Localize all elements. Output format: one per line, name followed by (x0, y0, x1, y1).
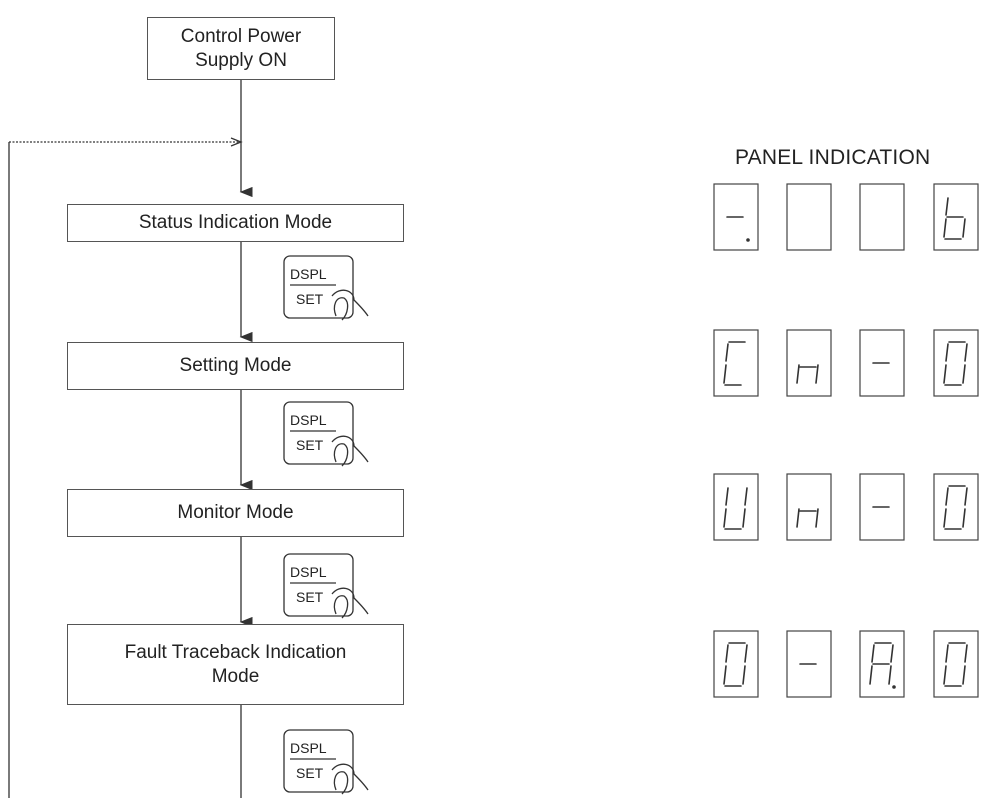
digit-r3-c4 (933, 473, 979, 541)
dspl-set-key-3: DSPL SET (283, 553, 369, 619)
fault-traceback-line1: Fault Traceback Indication (124, 641, 347, 663)
monitor-mode-label: Monitor Mode (177, 502, 294, 523)
control-power-line1: Control Power (180, 25, 302, 47)
digit-r4-c2 (786, 630, 832, 698)
digit-r3-c2 (786, 473, 832, 541)
digit-r2-c3 (859, 329, 905, 397)
key-bottom-label: SET (296, 589, 324, 605)
control-power-line2: Supply ON (195, 49, 287, 71)
key-bottom-label: SET (296, 291, 324, 307)
status-indication-mode-label: Status Indication Mode (138, 212, 333, 233)
dspl-set-key-1: DSPL SET (283, 255, 369, 321)
dspl-set-key-2: DSPL SET (283, 401, 369, 467)
digit-r2-c2 (786, 329, 832, 397)
panel-indication-title: PANEL INDICATION (735, 146, 931, 169)
digit-r2-c4 (933, 329, 979, 397)
setting-mode-label: Setting Mode (179, 355, 292, 376)
digit-r4-c4 (933, 630, 979, 698)
digit-r1-c1 (713, 183, 759, 251)
dspl-set-key-4: DSPL SET (283, 729, 369, 795)
digit-r1-c2 (786, 183, 832, 251)
status-indication-mode-box: Status Indication Mode (67, 204, 404, 242)
key-top-label: DSPL (290, 740, 327, 756)
key-top-label: DSPL (290, 564, 327, 580)
fault-traceback-line2: Mode (211, 665, 260, 687)
key-top-label: DSPL (290, 266, 327, 282)
digit-r1-c4 (933, 183, 979, 251)
panel-indication-displays (713, 183, 979, 698)
digit-r3-c1 (713, 473, 759, 541)
key-bottom-label: SET (296, 765, 324, 781)
digit-r2-c1 (713, 329, 759, 397)
control-power-box: Control Power Supply ON (147, 17, 335, 80)
decimal-point (892, 685, 896, 689)
digit-r3-c3 (859, 473, 905, 541)
setting-mode-box: Setting Mode (67, 342, 404, 390)
digit-r4-c1 (713, 630, 759, 698)
digit-r4-c3 (859, 630, 905, 698)
decimal-point (746, 238, 750, 242)
monitor-mode-box: Monitor Mode (67, 489, 404, 537)
digit-r1-c3 (859, 183, 905, 251)
key-bottom-label: SET (296, 437, 324, 453)
fault-traceback-mode-box: Fault Traceback Indication Mode (67, 624, 404, 705)
key-top-label: DSPL (290, 412, 327, 428)
